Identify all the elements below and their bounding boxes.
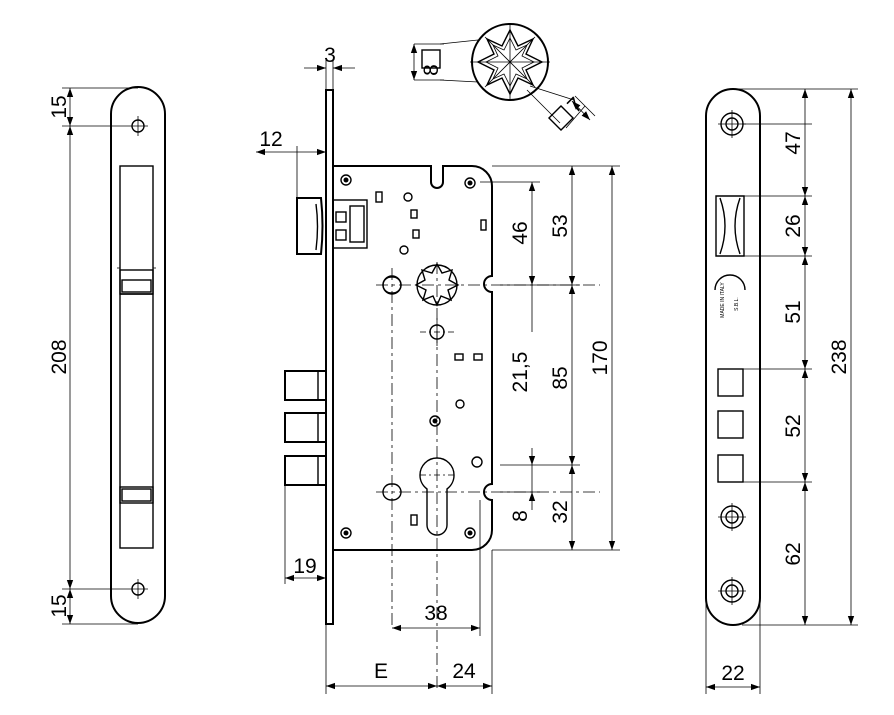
dim-top-to-follower: 53 <box>549 214 572 237</box>
faceplate-screw-icon <box>718 577 746 605</box>
marking-brand: S.B.L. <box>734 297 740 311</box>
dim-edge-to-cylinder: 24 <box>452 660 476 683</box>
dim-latch-to-bolt: 51 <box>782 300 805 323</box>
dim-front-plate-bottom: 15 <box>48 594 71 617</box>
dim-center-distance: 38 <box>424 602 447 625</box>
case-screw-icon <box>464 527 476 539</box>
dim-latch-projection: 12 <box>259 128 282 151</box>
lock-body-dimensions: 3 12 19 38 E 24 46 53 170 21,5 <box>256 44 620 694</box>
dim-latch-height: 26 <box>782 214 805 237</box>
follower-detail: 8 7 <box>410 23 596 132</box>
dim-follower-to-cylinder: 85 <box>549 366 572 389</box>
manufacturer-marking: MADE IN ITALY S.B.L. <box>714 274 746 318</box>
dim-front-plate-length: 208 <box>48 339 71 374</box>
faceplate-screw-icon <box>718 503 746 531</box>
dim-faceplate-length: 238 <box>828 339 851 374</box>
case-screw-icon <box>340 174 352 186</box>
dim-follower-to-hole: 46 <box>509 221 532 244</box>
dim-spindle-offset: 21,5 <box>509 352 532 393</box>
dim-front-plate-top: 15 <box>48 95 71 118</box>
dim-backset: E <box>374 660 388 683</box>
dim-cylinder-to-bottom: 32 <box>549 500 572 523</box>
dim-bolt-height: 52 <box>782 414 805 437</box>
lock-body-side-view <box>284 89 600 690</box>
dim-bolt-projection: 19 <box>293 555 316 578</box>
dim-cylinder-to-hole: 8 <box>509 510 532 522</box>
marking-origin: MADE IN ITALY <box>720 282 726 318</box>
screw-hole-icon <box>128 116 148 136</box>
dim-case-height: 170 <box>589 340 612 375</box>
dim-faceplate-width: 22 <box>721 662 744 685</box>
dim-follower-square: 8 <box>420 64 443 76</box>
faceplate-front-view: MADE IN ITALY S.B.L. 47 <box>705 88 858 694</box>
dim-plate-thickness: 3 <box>324 44 336 67</box>
front-plate-left-view: 15 208 15 <box>48 86 166 625</box>
dim-bolt-to-hole: 62 <box>782 542 805 565</box>
case-screw-icon <box>464 177 476 189</box>
screw-hole-icon <box>128 579 148 599</box>
dim-plate-top-to-latch: 47 <box>782 131 805 154</box>
case-screw-icon <box>340 527 352 539</box>
